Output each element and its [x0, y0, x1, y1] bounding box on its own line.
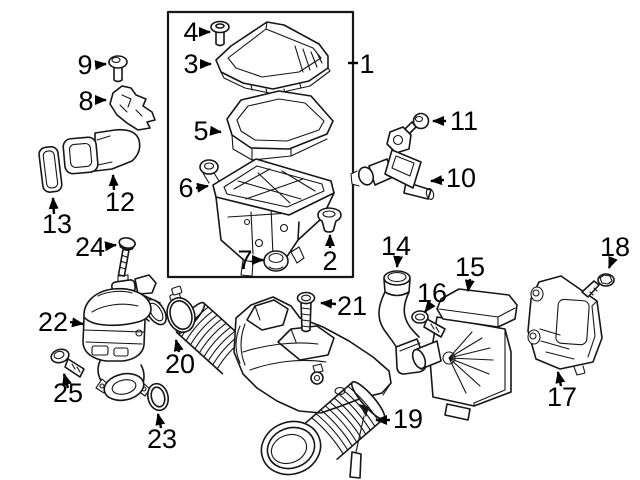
part-16-bolt [411, 310, 446, 338]
callout-10: 10 [430, 163, 476, 193]
callout-6: 6 [178, 173, 209, 203]
part-20-clamp [166, 285, 196, 333]
callout-13-label: 13 [42, 209, 72, 239]
callout-4-label: 4 [183, 17, 198, 47]
callout-8: 8 [78, 86, 107, 116]
callout-3-label: 3 [183, 49, 198, 79]
part-21-bolt [296, 291, 316, 333]
callout-1-label: 1 [359, 49, 374, 79]
callout-20: 20 [165, 339, 195, 379]
part-13-seal [38, 145, 63, 193]
part-5-air-filter-element [226, 90, 334, 161]
part-4-screw [210, 20, 230, 47]
part-25-bolt [50, 348, 85, 378]
part-22-intake-elbow [82, 274, 167, 402]
callout-13: 13 [42, 197, 72, 239]
callout-15-label: 15 [455, 252, 485, 282]
part-2-grommet [317, 207, 342, 233]
part-23-o-ring [146, 382, 170, 412]
callout-8-label: 8 [78, 86, 93, 116]
callouts-layer: 1 2 3 4 5 6 7 8 [38, 17, 630, 454]
callout-2: 2 [322, 234, 338, 276]
callout-23: 23 [147, 413, 177, 454]
callout-9: 9 [77, 50, 107, 80]
callout-6-label: 6 [178, 173, 193, 203]
part-19-air-intake-hose [175, 296, 392, 479]
callout-12-label: 12 [105, 187, 135, 217]
part-7-grommet [263, 250, 289, 272]
part-18-bolt [581, 273, 615, 298]
callout-16: 16 [417, 278, 447, 313]
part-8-bracket [109, 85, 156, 131]
callout-5-label: 5 [193, 116, 208, 146]
part-10-air-flow-sensor [350, 126, 435, 200]
callout-10-label: 10 [446, 163, 476, 193]
callout-7-label: 7 [237, 245, 252, 275]
part-1-assembly-box [166, 10, 355, 279]
part-24-bolt [117, 237, 136, 277]
callout-25: 25 [53, 373, 83, 408]
part-3-air-cleaner-cover [215, 21, 331, 95]
callout-25-label: 25 [53, 378, 83, 408]
callout-12: 12 [105, 174, 135, 217]
callout-2-label: 2 [322, 246, 337, 276]
callout-23-label: 23 [147, 424, 177, 454]
callout-20-label: 20 [165, 349, 195, 379]
callout-22-label: 22 [38, 307, 68, 337]
callout-21-label: 21 [337, 291, 367, 321]
part-12-air-inlet-duct [62, 128, 141, 175]
callout-11: 11 [432, 106, 478, 136]
callout-18: 18 [600, 232, 630, 269]
callout-4: 4 [183, 17, 211, 47]
callout-3: 3 [183, 49, 212, 79]
callout-21: 21 [320, 291, 367, 321]
callout-19: 19 [375, 404, 423, 434]
callout-24-label: 24 [75, 232, 105, 262]
callout-14: 14 [381, 231, 411, 268]
callout-1: 1 [348, 49, 375, 79]
callout-24: 24 [75, 232, 117, 262]
callout-11-label: 11 [450, 106, 478, 136]
part-15-resonator [411, 288, 518, 421]
callout-16-label: 16 [417, 278, 447, 308]
callout-7: 7 [237, 245, 264, 275]
callout-9-label: 9 [77, 50, 92, 80]
part-17-bracket [527, 275, 603, 376]
callout-14-label: 14 [381, 231, 411, 261]
part-9-screw [108, 55, 128, 83]
callout-17: 17 [547, 371, 577, 412]
callout-18-label: 18 [600, 232, 630, 262]
callout-15: 15 [455, 252, 485, 292]
callout-5: 5 [193, 116, 222, 146]
callout-19-label: 19 [393, 404, 423, 434]
callout-22: 22 [38, 307, 84, 337]
callout-17-label: 17 [547, 382, 577, 412]
